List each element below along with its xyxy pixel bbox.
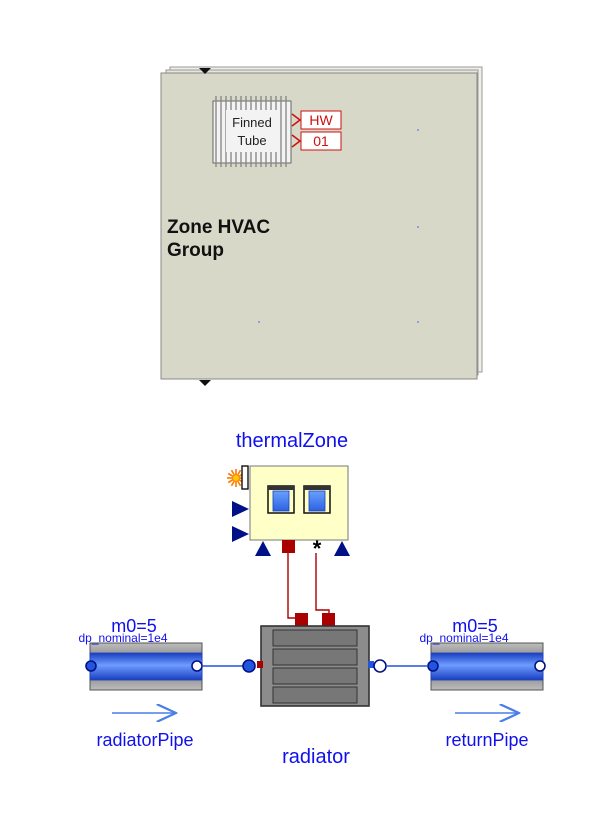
tag-hw[interactable]: HW: [291, 110, 342, 130]
zone-input-port-upper[interactable]: [232, 501, 249, 517]
radiator-port-convective[interactable]: [295, 613, 308, 626]
radiator-inlet-stub: [257, 661, 263, 668]
radiator-pipe-label: radiatorPipe: [96, 730, 193, 750]
tag-01[interactable]: 01: [291, 131, 342, 151]
heat-connections: [287, 553, 330, 619]
radiator-port-b[interactable]: [373, 659, 387, 673]
group-bottom-arrow: [199, 380, 211, 386]
radiator-pipe-port-b[interactable]: [191, 660, 203, 672]
hvac-group-title-line1: Zone HVAC: [167, 217, 270, 238]
zone-heat-port-convective[interactable]: [282, 540, 295, 553]
sun-icon[interactable]: [227, 465, 249, 490]
thermal-zone-label: thermalZone: [236, 430, 348, 452]
finned-tube-icon[interactable]: Finned Tube: [212, 96, 292, 167]
zone-input-port-lower[interactable]: [232, 526, 249, 542]
tag-hw-label: HW: [309, 112, 333, 128]
window-icon-right: [303, 485, 331, 514]
return-pipe-param-dp: dp_nominal=1e4: [419, 631, 508, 645]
window-icon-left: [267, 485, 295, 514]
radiator-pipe[interactable]: [85, 642, 203, 691]
return-pipe-port-b[interactable]: [534, 660, 546, 672]
zone-heat-port-star[interactable]: *: [313, 536, 322, 561]
return-pipe-label: returnPipe: [445, 730, 528, 750]
thermal-zone-block[interactable]: *: [227, 465, 350, 561]
radiator-label: radiator: [282, 746, 350, 768]
zone-output-port-right[interactable]: [334, 541, 350, 556]
zone-hvac-group[interactable]: Finned Tube HW 01 Zone HVAC Group: [160, 66, 483, 386]
radiator-port-radiative[interactable]: [322, 613, 335, 626]
radiator-pipe-param-m0: m0=5: [111, 616, 157, 636]
radiator-port-a[interactable]: [242, 659, 256, 673]
finned-tube-label-line2: Tube: [237, 133, 266, 148]
group-dots: [258, 129, 419, 323]
radiator-outlet-stub: [368, 661, 374, 668]
finned-tube-label-line1: Finned: [232, 115, 272, 130]
hvac-group-title-line2: Group: [167, 240, 224, 261]
return-pipe[interactable]: [427, 642, 546, 691]
tag-01-label: 01: [313, 133, 329, 149]
return-pipe-param-m0: m0=5: [452, 616, 498, 636]
radiator-pipe-port-a[interactable]: [85, 660, 97, 672]
zone-output-port-left[interactable]: [255, 541, 271, 556]
radiator-block[interactable]: [257, 613, 374, 707]
return-pipe-port-a[interactable]: [427, 660, 439, 672]
radiator-pipe-param-dp: dp_nominal=1e4: [78, 631, 167, 645]
group-top-arrow: [199, 68, 211, 74]
